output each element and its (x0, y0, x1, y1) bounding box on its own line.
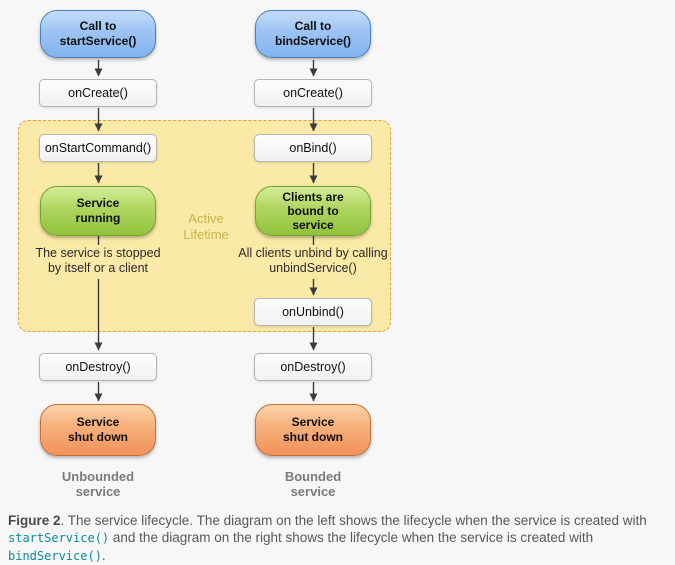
caption-text: and the diagram on the right shows the l… (109, 530, 594, 545)
service-lifecycle-diagram: Active Lifetime Call to (8, 10, 403, 499)
node-text-line: Service (76, 415, 120, 429)
call-to-startservice-node: Call to startService() (40, 10, 156, 58)
bounded-service-label: Bounded service (254, 469, 372, 499)
active-lifetime-label: Active Lifetime (160, 211, 252, 243)
clients-bound-node: Clients are bound to service (255, 186, 371, 236)
column-label-line: service (75, 484, 121, 499)
oncreate-box-left: onCreate() (39, 79, 157, 107)
node-text-line: service (292, 218, 334, 232)
node-text-line: Service (76, 196, 120, 210)
clients-unbind-note: All clients unbind by calling unbindServ… (223, 246, 403, 276)
node-text-line: shut down (283, 430, 343, 444)
unbounded-service-label: Unbounded service (39, 469, 157, 499)
node-text-line: Call to (79, 19, 117, 33)
node-text-line: Clients are (282, 190, 344, 204)
ondestroy-box-right: onDestroy() (254, 353, 372, 381)
column-label-line: service (290, 484, 336, 499)
note-line: by itself or a client (47, 261, 149, 275)
ondestroy-box-left: onDestroy() (39, 353, 157, 381)
oncreate-box-right: onCreate() (254, 79, 372, 107)
node-text-line: running (75, 211, 121, 225)
column-label-line: Unbounded (61, 469, 135, 484)
node-text-line: shut down (68, 430, 128, 444)
service-shutdown-node-left: Service shut down (40, 404, 156, 456)
figure-number-label: Figure 2 (8, 513, 61, 528)
service-stopped-note: The service is stopped by itself or a cl… (8, 246, 188, 276)
figure-caption: Figure 2. The service lifecycle. The dia… (8, 512, 667, 565)
startservice-code-link[interactable]: startService() (8, 531, 110, 545)
note-line: All clients unbind by calling (238, 246, 388, 260)
note-line: The service is stopped (35, 246, 161, 260)
node-text-line: Call to (294, 19, 332, 33)
active-lifetime-label-line: Active (188, 211, 224, 226)
onunbind-box: onUnbind() (254, 298, 372, 326)
node-text-line: Service (291, 415, 335, 429)
active-lifetime-label-line: Lifetime (183, 227, 229, 242)
note-line: unbindService() (269, 261, 357, 275)
onstartcommand-box: onStartCommand() (39, 134, 157, 162)
service-running-node: Service running (40, 186, 156, 236)
node-text-line: bindService() (274, 34, 352, 48)
node-text-line: bound to (287, 204, 339, 218)
caption-text: . The service lifecycle. The diagram on … (60, 513, 647, 528)
onbind-box: onBind() (254, 134, 372, 162)
bindservice-code-link[interactable]: bindService() (8, 549, 102, 563)
call-to-bindservice-node: Call to bindService() (255, 10, 371, 58)
service-shutdown-node-right: Service shut down (255, 404, 371, 456)
caption-text: . (101, 548, 106, 563)
column-label-line: Bounded (284, 469, 342, 484)
node-text-line: startService() (59, 34, 137, 48)
